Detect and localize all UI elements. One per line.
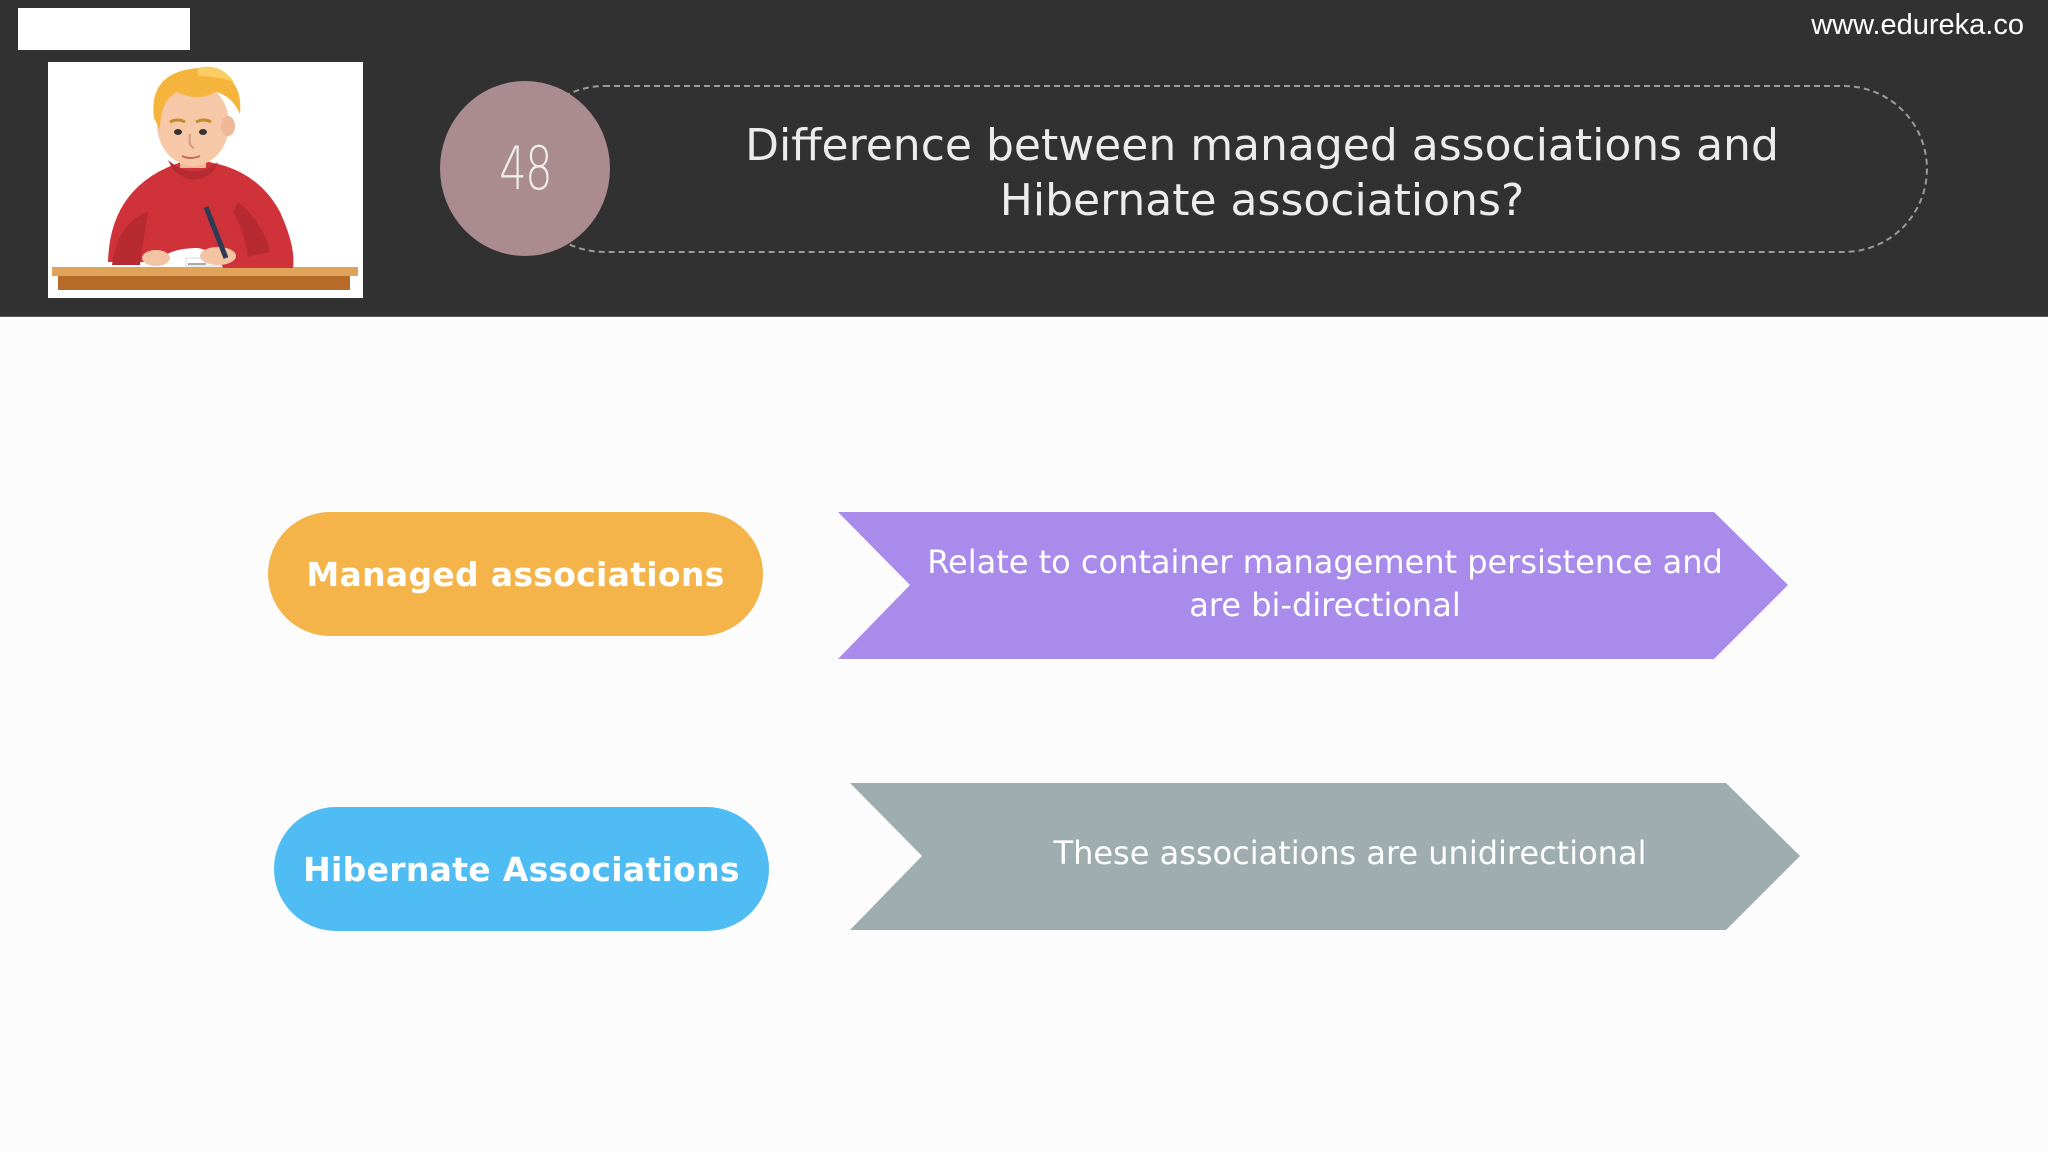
website-url: www.edureka.co [1811, 9, 2024, 41]
hibernate-associations-label: Hibernate Associations [274, 807, 769, 931]
managed-associations-arrow [838, 512, 1788, 659]
managed-associations-label: Managed associations [268, 512, 763, 636]
hibernate-associations-text: Hibernate Associations [303, 849, 740, 889]
slide-title: Difference between managed associations … [745, 120, 1779, 226]
hibernate-associations-description: These associations are unidirectional [1053, 834, 1647, 872]
managed-associations-description: Relate to container management persisten… [927, 543, 1723, 624]
question-number: 48 [498, 133, 553, 204]
managed-associations-text: Managed associations [306, 554, 725, 594]
student-writing-illustration [48, 62, 363, 298]
question-number-badge: 48 [440, 81, 610, 256]
hibernate-associations-arrow [850, 783, 1800, 930]
header-band: www.edureka.co [0, 0, 2048, 317]
header-white-tab [18, 8, 190, 50]
